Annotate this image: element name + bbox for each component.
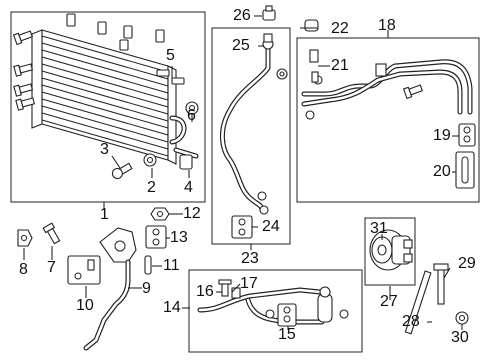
oring-kit-icon	[458, 123, 476, 147]
leader-lines	[23, 15, 463, 330]
stud-icon	[404, 270, 432, 335]
callout-3[interactable]: 3	[100, 141, 109, 158]
seal-kit-icon	[145, 225, 167, 249]
callout-10[interactable]: 10	[76, 297, 94, 314]
callout-26[interactable]: 26	[233, 7, 251, 24]
callout-7[interactable]: 7	[47, 259, 56, 276]
pin-icon	[144, 255, 152, 275]
pressure-lines-illustration[interactable]	[301, 49, 473, 120]
nut-icon	[150, 207, 170, 221]
callout-20[interactable]: 20	[433, 163, 451, 180]
callout-28[interactable]: 28	[402, 313, 420, 330]
cap-icon	[304, 19, 319, 32]
callout-12[interactable]: 12	[183, 205, 201, 222]
group-box-liquid-line	[188, 269, 363, 353]
callout-27[interactable]: 27	[380, 293, 398, 310]
washer-icon	[455, 311, 469, 325]
group-box-condenser	[10, 11, 206, 203]
callout-31[interactable]: 31	[370, 220, 388, 237]
bracket-icon	[179, 154, 193, 170]
callout-2[interactable]: 2	[147, 179, 156, 196]
callout-9[interactable]: 9	[142, 280, 151, 297]
liquid-line-illustration[interactable]	[197, 286, 349, 325]
fastener-kit-icon	[67, 255, 101, 285]
grommet-icon	[143, 153, 157, 167]
discharge-line-illustration[interactable]	[83, 227, 137, 351]
callout-19[interactable]: 19	[433, 127, 451, 144]
callout-29[interactable]: 29	[458, 255, 476, 272]
callout-24[interactable]: 24	[262, 218, 280, 235]
compressor-illustration[interactable]	[369, 229, 413, 271]
bolt-icon	[42, 222, 61, 245]
callout-13[interactable]: 13	[170, 229, 188, 246]
condenser-illustration[interactable]	[31, 29, 199, 165]
callout-16[interactable]: 16	[196, 283, 214, 300]
condenser-bolt-icons	[12, 13, 185, 111]
suction-hose-illustration[interactable]	[220, 33, 288, 215]
valve-icon	[218, 279, 232, 297]
seal-kit-icon	[231, 215, 253, 239]
screw-icon	[111, 162, 133, 180]
callout-1[interactable]: 1	[100, 206, 109, 223]
seal-icon	[455, 151, 475, 189]
group-box-compressor	[364, 217, 416, 286]
callout-14[interactable]: 14	[163, 299, 181, 316]
callout-8[interactable]: 8	[19, 261, 28, 278]
callout-18[interactable]: 18	[378, 17, 396, 34]
bolt-icon	[433, 263, 449, 305]
callout-30[interactable]: 30	[451, 329, 469, 346]
oring-kit-icon	[277, 303, 297, 327]
callout-11[interactable]: 11	[163, 257, 180, 274]
callout-5[interactable]: 5	[166, 47, 175, 64]
callout-6[interactable]: 6	[187, 107, 196, 124]
callout-15[interactable]: 15	[278, 326, 296, 343]
callout-23[interactable]: 23	[241, 250, 259, 267]
callout-4[interactable]: 4	[184, 179, 193, 196]
callout-21[interactable]: 21	[331, 57, 349, 74]
fitting-icon	[231, 287, 241, 299]
cap-icon	[262, 5, 276, 21]
bushing-icon	[185, 101, 199, 115]
callout-22[interactable]: 22	[331, 20, 349, 37]
callout-17[interactable]: 17	[240, 275, 258, 292]
callout-25[interactable]: 25	[232, 37, 250, 54]
bracket-plate-icon	[17, 229, 33, 247]
